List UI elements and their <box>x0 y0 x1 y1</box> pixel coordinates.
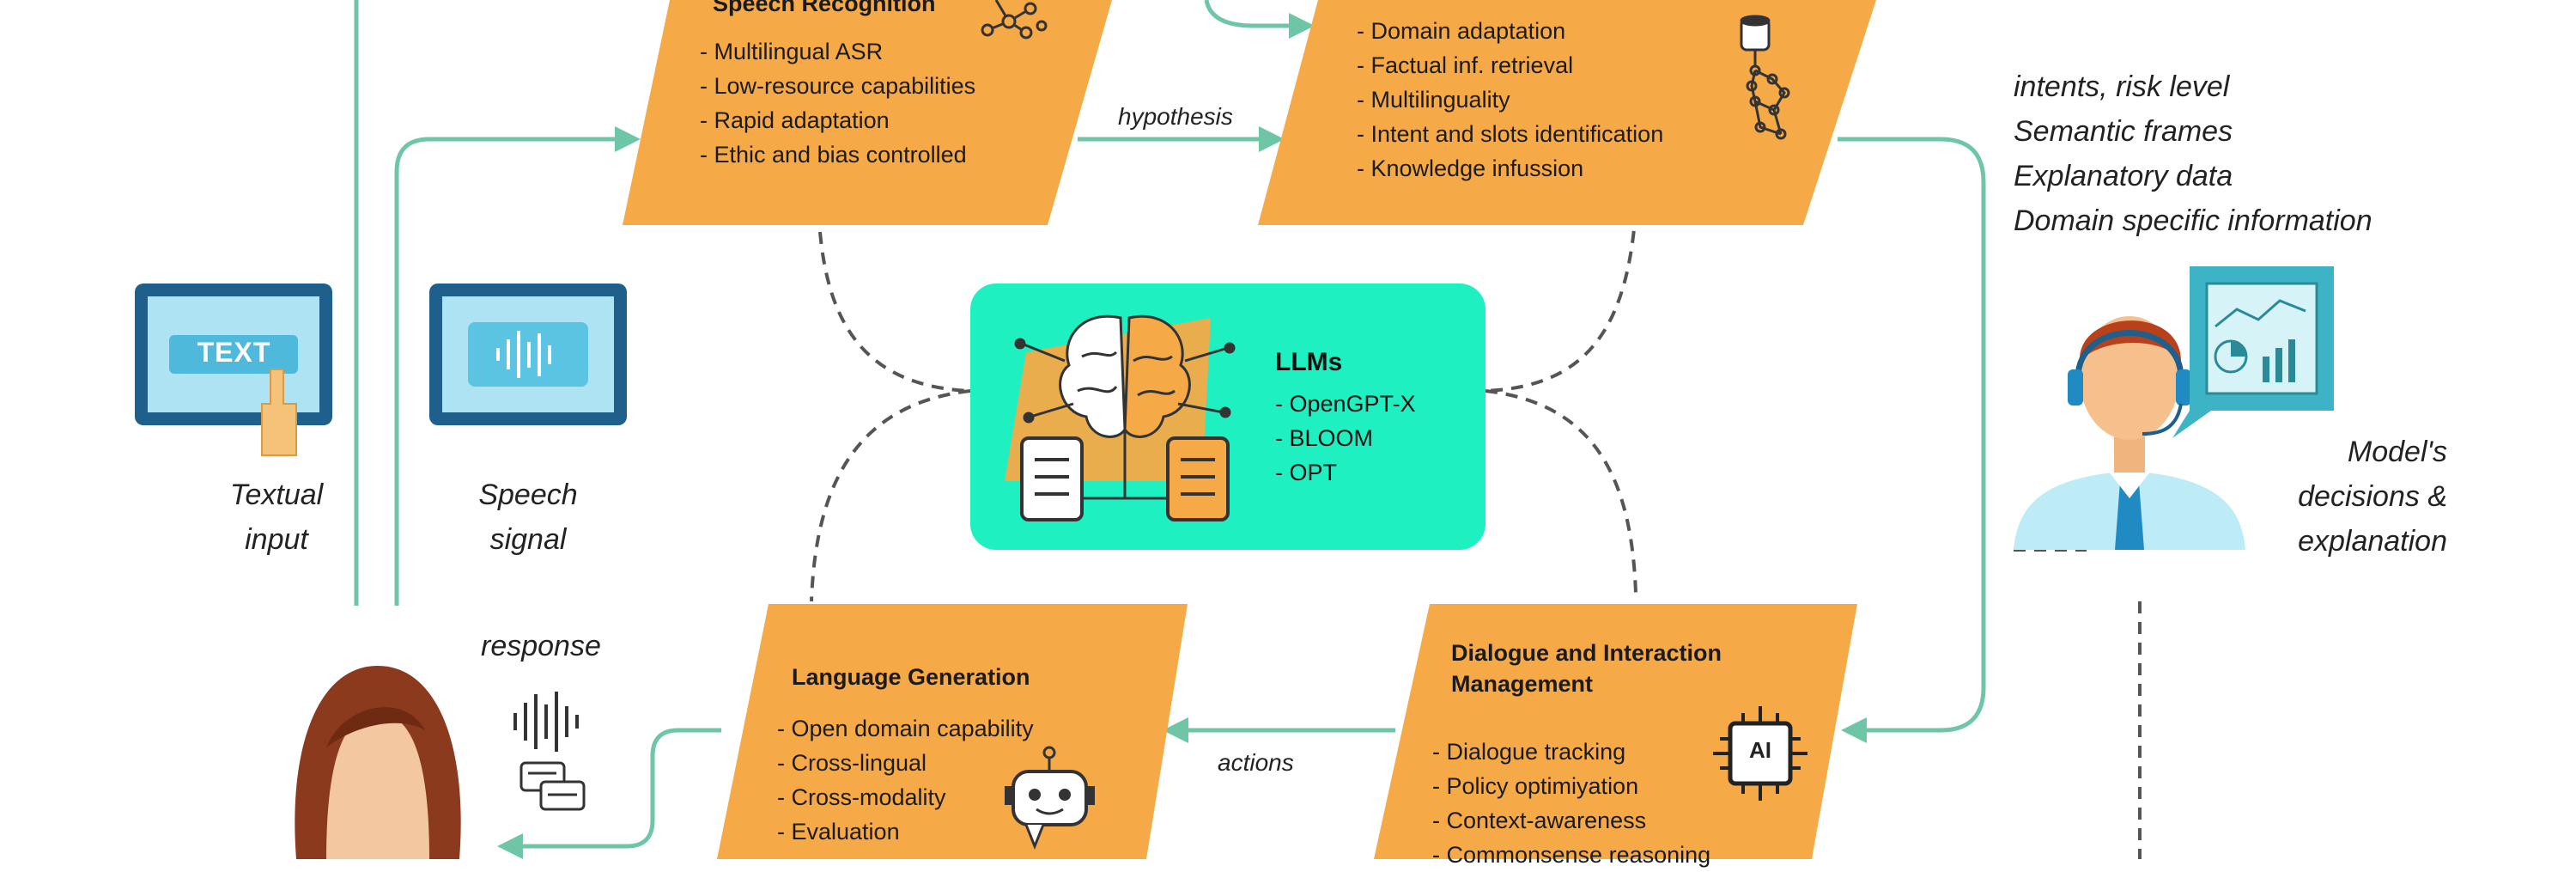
list-item: Dialogue tracking <box>1432 735 1710 769</box>
caption-line: explanation <box>2298 525 2447 558</box>
output-line: intents, risk level <box>2014 70 2230 103</box>
hypothesis-label: hypothesis <box>1118 103 1233 130</box>
sound-wave-icon <box>513 692 579 752</box>
list-item: Cross-lingual <box>777 746 1034 780</box>
title-line: Management <box>1451 671 1594 698</box>
database-icon <box>1740 15 1790 140</box>
list-item: BLOOM <box>1275 421 1416 455</box>
speech-recognition-title: Speech Recognition <box>713 0 936 16</box>
list-item: Evaluation <box>777 814 1034 849</box>
list-item: Domain adaptation <box>1357 14 1663 48</box>
brain-icon <box>1014 314 1236 438</box>
document-icon-right <box>1166 436 1230 521</box>
caption-line: decisions & <box>2298 480 2447 513</box>
model-outputs: intents, risk level Semantic frames Expl… <box>2014 64 2372 243</box>
language-generation-list: Open domain capability Cross-lingual Cro… <box>777 711 1034 849</box>
caption-line: Model's <box>2347 436 2447 468</box>
chat-bubbles-icon <box>519 761 586 811</box>
text-tablet-icon <box>135 284 332 456</box>
user-avatar <box>295 666 461 859</box>
caption-line: signal <box>489 523 567 556</box>
textual-input-caption: Textual input <box>191 473 362 562</box>
language-generation-title: Language Generation <box>792 664 1030 690</box>
brain-doc-links <box>1082 430 1168 500</box>
llm-title: LLMs <box>1275 348 1343 376</box>
llm-list: OpenGPT-X BLOOM OPT <box>1275 387 1416 490</box>
list-item: Context-awareness <box>1432 803 1710 838</box>
dash-llm-nlg <box>810 389 971 602</box>
output-line: Domain specific information <box>2014 204 2372 237</box>
analytics-chart-icon <box>2172 266 2334 438</box>
response-arrow <box>497 728 721 859</box>
caption-line: Speech <box>478 479 578 511</box>
list-item: OPT <box>1275 455 1416 490</box>
operator-avatar <box>2014 316 2245 550</box>
list-item: Rapid adaptation <box>700 103 975 137</box>
top-arrow <box>1204 0 1315 39</box>
actions-label: actions <box>1218 749 1294 776</box>
list-item: Policy optimiyation <box>1432 769 1710 803</box>
list-item: Commonsense reasoning <box>1432 838 1711 872</box>
output-line: Semantic frames <box>2014 115 2233 148</box>
list-item: Intent and slots identification <box>1357 117 1664 151</box>
output-line: Explanatory data <box>2014 160 2233 192</box>
network-icon <box>981 0 1048 40</box>
dash-nlu-llm <box>1485 210 1637 393</box>
dialogue-management-list: Dialogue tracking Policy optimiyation Co… <box>1432 735 1711 872</box>
text-icon-label: TEXT <box>197 337 271 368</box>
dialogue-management-title: Dialogue and Interaction Management <box>1451 637 1722 700</box>
list-item: Ethic and bias controlled <box>700 137 975 172</box>
list-item: Multilinguality <box>1357 82 1663 117</box>
flow-arrows <box>354 0 1986 859</box>
ai-chip-label: AI <box>1749 737 1771 763</box>
document-icon-left <box>1020 436 1084 521</box>
caption-line: Textual <box>229 479 324 511</box>
list-item: OpenGPT-X <box>1275 387 1416 421</box>
dash-llm-dm <box>1485 389 1637 594</box>
response-label: response <box>481 630 601 662</box>
caption-line: input <box>245 523 308 556</box>
dash-asr-llm <box>818 231 971 393</box>
list-item: Knowledge infussion <box>1357 151 1663 186</box>
list-item: Factual inf. retrieval <box>1357 48 1663 82</box>
list-item: Multilingual ASR <box>700 34 975 69</box>
list-item: Low-resource capabilities <box>700 69 976 103</box>
understanding-list: Domain adaptation Factual inf. retrieval… <box>1357 14 1664 186</box>
speech-tablet-icon <box>429 284 627 425</box>
input-to-asr-arrow <box>394 126 641 606</box>
list-item: Cross-modality <box>777 780 1034 814</box>
speech-signal-caption: Speech signal <box>442 473 614 562</box>
speech-recognition-list: Multilingual ASR Low-resource capabiliti… <box>700 34 976 172</box>
llm-dashed-links <box>810 210 2142 859</box>
operator-caption: Model's decisions & explanation <box>2233 430 2447 564</box>
title-line: Dialogue and Interaction <box>1451 640 1722 666</box>
output-to-dialogue-arrow <box>1838 137 1986 743</box>
list-item: Open domain capability <box>777 711 1034 746</box>
ai-chip-icon <box>1713 706 1807 801</box>
